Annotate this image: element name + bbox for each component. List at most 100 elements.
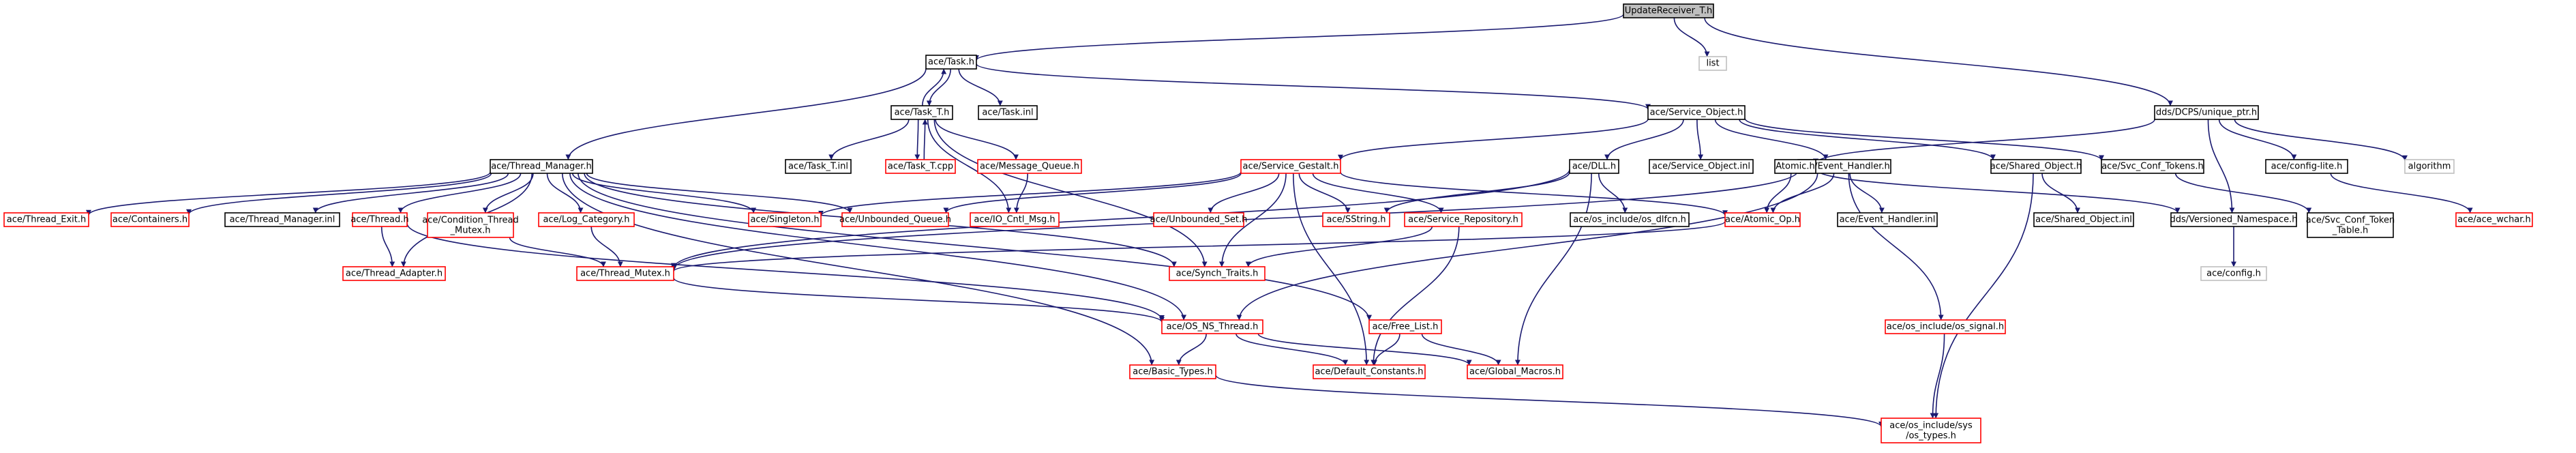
node-os-dlfcn-h[interactable]: ace/os_include/os_dlfcn.h	[1570, 212, 1690, 227]
node-config-lite-h[interactable]: ace/config-lite.h	[2265, 159, 2348, 174]
edge-shared_object_h-to-shared_object_inl	[2041, 173, 2080, 214]
edge-arrow	[943, 173, 1242, 214]
node-condition-thread-mutex-h[interactable]: ace/Condition_Thread_Mutex.h	[422, 212, 519, 238]
node-box	[1647, 105, 1746, 120]
node-task-inl[interactable]: ace/Task.inl	[978, 105, 1038, 120]
node-service-object-inl[interactable]: ace/Service_Object.inl	[1649, 159, 1754, 174]
node-dll-h[interactable]: ace/DLL.h	[1569, 159, 1619, 174]
node-algorithm: algorithm	[2404, 159, 2455, 174]
node-unbounded-queue-h[interactable]: ace/Unbounded_Queue.h	[839, 212, 951, 227]
node-box	[1368, 319, 1442, 334]
edge-arrow	[569, 173, 1187, 321]
node-root[interactable]: UpdateReceiver_T.h	[1623, 3, 1714, 18]
node-thread-h[interactable]: ace/Thread.h	[350, 212, 409, 227]
edge-arrow	[1293, 173, 1370, 366]
edge-arrow	[1218, 173, 1287, 267]
node-box	[1313, 364, 1426, 379]
edge-root-to-list	[1673, 17, 1710, 57]
node-synch-traits-h[interactable]: ace/Synch_Traits.h	[1169, 266, 1265, 281]
edge-arrow	[1257, 333, 1472, 366]
node-box	[1623, 3, 1714, 18]
node-task-t-h[interactable]: ace/Task_T.h	[890, 105, 953, 120]
node-service-object-h[interactable]: ace/Service_Object.h	[1647, 105, 1746, 120]
node-os-signal-h[interactable]: ace/os_include/os_signal.h	[1885, 319, 2006, 334]
node-os-ns-thread-h[interactable]: ace/OS_NS_Thread.h	[1161, 319, 1263, 334]
edge-arrow	[1764, 173, 1792, 214]
edge-thread_manager_h-to-thread_h	[398, 173, 522, 214]
node-label: ace/Singleton.h	[750, 215, 819, 225]
node-unique-ptr[interactable]: dds/DCPS/unique_ptr.h	[2154, 105, 2259, 120]
node-box	[890, 105, 953, 120]
edge-arrow	[2234, 119, 2408, 161]
edge-arrow	[1739, 119, 1996, 160]
node-thread-adapter-h[interactable]: ace/Thread_Adapter.h	[342, 266, 446, 281]
edge-layer	[86, 14, 2473, 428]
node-os-types-h[interactable]: ace/os_include/sys/os_types.h	[1881, 418, 1981, 443]
edge-arrow	[565, 68, 927, 160]
edge-service_gestalt_h-to-unbounded_queue_h	[943, 173, 1242, 214]
edge-log_category_h-to-thread_mutex_h	[590, 226, 623, 267]
edge-arrow	[572, 173, 757, 214]
edge-atomic_op_h-to-thread_mutex_h	[671, 220, 1726, 272]
node-box	[1885, 319, 2006, 334]
node-label: ace/Thread_Exit.h	[7, 215, 86, 225]
node-default-constants-h[interactable]: ace/Default_Constants.h	[1313, 364, 1426, 379]
node-label: ace/config.h	[2206, 269, 2261, 279]
node-service-repository-h[interactable]: ace/Service_Repository.h	[1404, 212, 1523, 227]
node-list: list	[1698, 56, 1727, 71]
edge-task_t_h-to-task_t_cpp	[914, 119, 920, 160]
edge-arrow	[1696, 119, 1704, 160]
edge-service_object_h-to-service_object_inl	[1696, 119, 1704, 160]
node-log-category-h[interactable]: ace/Log_Category.h	[538, 212, 635, 227]
node-box	[576, 266, 674, 281]
edge-arrow	[926, 68, 951, 106]
node-atomic-op-h[interactable]: ace/Atomic_Op.h	[1724, 212, 1801, 227]
edge-thread_manager_h-to-os_ns_thread_h	[569, 173, 1187, 321]
node-free-list-h[interactable]: ace/Free_List.h	[1368, 319, 1442, 334]
edge-arrow	[1848, 173, 1944, 321]
edge-arrow	[1514, 173, 1592, 366]
node-unbounded-set-h[interactable]: ace/Unbounded_Set.h	[1150, 212, 1248, 227]
edge-task_t_cpp-to-task_t_h	[922, 119, 928, 160]
node-label: ace/os_include/sys/os_types.h	[1889, 420, 1973, 441]
node-message-queue-h[interactable]: ace/Message_Queue.h	[977, 159, 1082, 174]
edge-config_lite_h-to-ace_wchar_h	[2330, 173, 2473, 214]
node-thread-manager-h[interactable]: ace/Thread_Manager.h	[490, 159, 593, 174]
node-basic-types-h[interactable]: ace/Basic_Types.h	[1129, 364, 1216, 379]
node-label: ace/Service_Repository.h	[1408, 215, 1518, 225]
node-svc-conf-token-table-h[interactable]: ace/Svc_Conf_Token_Table.h	[2306, 212, 2395, 238]
edge-unique_ptr-to-atomic_h	[1813, 119, 2155, 164]
node-shared-object-inl[interactable]: ace/Shared_Object.inl	[2033, 212, 2134, 227]
node-thread-manager-inl[interactable]: ace/Thread_Manager.inl	[224, 212, 340, 227]
node-event-handler-h[interactable]: ace/Event_Handler.h	[1797, 159, 1891, 174]
node-ace-wchar-h[interactable]: ace/ace_wchar.h	[2455, 212, 2533, 227]
edge-arrow	[671, 220, 1726, 272]
node-task-h[interactable]: ace/Task.h	[925, 55, 977, 70]
node-box	[490, 159, 593, 174]
edge-task_t_h-to-synch_traits_h	[933, 119, 1208, 267]
edge-atomic_h-to-versioned_namespace_h	[1815, 169, 2181, 214]
node-global-macros-h[interactable]: ace/Global_Macros.h	[1467, 364, 1563, 379]
node-svc-conf-tokens-h[interactable]: ace/Svc_Conf_Tokens.h	[2101, 159, 2204, 174]
edge-service_gestalt_h-to-sstring_h	[1298, 173, 1351, 214]
node-service-gestalt-h[interactable]: ace/Service_Gestalt.h	[1240, 159, 1341, 174]
node-versioned-namespace-h[interactable]: dds/Versioned_Namespace.h	[2170, 212, 2298, 227]
node-singleton-h[interactable]: ace/Singleton.h	[748, 212, 822, 227]
node-thread-exit-h[interactable]: ace/Thread_Exit.h	[3, 212, 89, 227]
node-event-handler-inl[interactable]: ace/Event_Handler.inl	[1837, 212, 1938, 227]
edge-arrow	[590, 226, 623, 267]
node-task-t-cpp[interactable]: ace/Task_T.cpp	[885, 159, 956, 174]
node-io-cntl-msg-h[interactable]: ace/IO_Cntl_Msg.h	[970, 212, 1060, 227]
node-task-t-inl[interactable]: ace/Task_T.inl	[785, 159, 852, 174]
edge-arrow	[406, 222, 1165, 321]
edge-service_object_h-to-event_handler_h	[1714, 119, 1829, 160]
edge-arrow	[1815, 169, 2181, 214]
edge-task_t_h-to-message_queue_h	[935, 119, 1019, 160]
node-shared-object-h[interactable]: ace/Shared_Object.h	[1990, 159, 2082, 174]
node-sstring-h[interactable]: ace/SString.h	[1322, 212, 1390, 227]
edge-arrow	[1175, 333, 1207, 366]
node-atomic-h[interactable]: Atomic.h	[1774, 159, 1816, 174]
node-containers-h[interactable]: ace/Containers.h	[110, 212, 190, 227]
edge-arrow	[380, 226, 395, 267]
node-thread-mutex-h[interactable]: ace/Thread_Mutex.h	[576, 266, 674, 281]
